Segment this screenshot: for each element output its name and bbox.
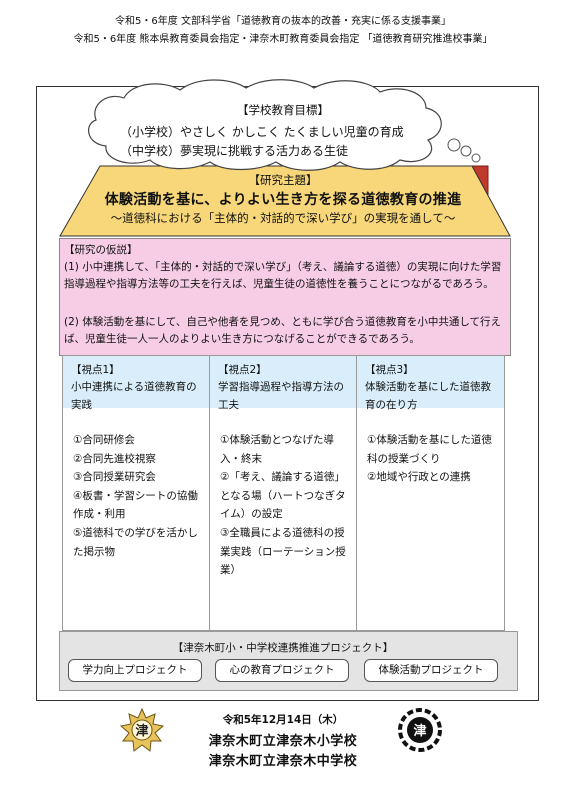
viewpoint-title: 【視点1】 (71, 364, 120, 376)
theme-label: 【研究主題】 (248, 173, 318, 187)
hypothesis-box (59, 238, 511, 356)
research-subtheme: ～道徳科における「主体的・対話的で深い学び」の実現を通して～ (110, 211, 456, 225)
viewpoint-head (63, 356, 210, 408)
goal-cloud (88, 79, 442, 171)
hypothesis-item-2: (2) 体験活動を基にして、自己や他者を見つめ、ともに学び合う道徳教育を小中共通… (64, 316, 502, 345)
header-line-2: 令和5・6年度 熊本県教育委員会指定・津奈木町教育委員会指定 「道徳教育研究推進… (73, 34, 493, 45)
viewpoint-pillar-3: 【視点3】 体験活動を基にした道徳教育の在り方 ①体験活動を基にした道徳科の授業… (356, 355, 505, 631)
viewpoint-item: ①合同研修会 (73, 434, 135, 446)
viewpoint-item: ①体験活動とつなげた導入・終末 (220, 434, 334, 465)
viewpoint-item: ④板書・学習シートの協働作成・利用 (73, 489, 198, 521)
smoke-puff (460, 145, 472, 157)
smoke-puff (471, 153, 481, 163)
goal-elementary: （小学校）やさしく かしこく たくましい児童の育成 (120, 125, 404, 139)
viewpoint-item: ③合同授業研究会 (73, 471, 156, 484)
header-line-1: 令和5・6年度 文部科学省「道徳教育の抜本的改善・充実に係る支援事業」 (115, 16, 451, 27)
viewpoint-title: 【視点2】 (218, 364, 267, 376)
research-theme: 体験活動を基に、よりよい生き方を探る道徳教育の推進 (104, 192, 462, 208)
project-experience: 体験活動プロジェクト (364, 659, 498, 682)
viewpoint-subtitle: 体験活動を基にした道徳教育の在り方 (365, 381, 491, 411)
viewpoint-subtitle: 小中連携による道徳教育の実践 (71, 381, 197, 411)
viewpoint-item: ①体験活動を基にした道徳科の授業づくり (367, 434, 492, 465)
junior-high-emblem: 津 (398, 708, 442, 752)
hypothesis-item-1: (1) 小中連携して、「主体的・対話的で深い学び」（考え、議論する道徳）の実現に… (64, 261, 502, 290)
viewpoint-subtitle: 学習指導過程や指導方法の工夫 (218, 381, 344, 411)
viewpoint-item: ③全職員による道徳科の授業実践（ローテーション授業） (220, 526, 346, 577)
viewpoint-item: ②「考え、議論する道徳」となる場（ハートつなぎタイム）の設定 (220, 471, 346, 521)
goal-title: 【学校教育目標】 (237, 103, 329, 117)
viewpoint-pillar-1: 【視点1】 小中連携による道徳教育の実践 ①合同研修会 ②合同先進校視察 ③合同… (62, 355, 211, 631)
viewpoint-item: ⑤道徳科での学びを活かした掲示物 (73, 526, 198, 558)
junior-high-school-name: 津奈木町立津奈木中学校 (208, 754, 358, 769)
goal-junior: （中学校）夢実現に挑戦する活力ある生徒 (120, 144, 349, 158)
project-heart-education: 心の教育プロジェクト (215, 659, 349, 682)
viewpoint-item: ②地域や行政との連携 (367, 471, 471, 484)
emblem-char: 津 (413, 723, 426, 739)
smoke-puff (447, 138, 461, 152)
viewpoint-item: ②合同先進校視察 (73, 452, 156, 465)
viewpoint-head (357, 356, 504, 408)
viewpoint-head (210, 356, 357, 408)
event-date: 令和5年12月14日（木） (222, 714, 344, 726)
elementary-emblem: 津 (119, 707, 165, 752)
viewpoint-pillar-2: 【視点2】 学習指導過程や指導方法の工夫 ①体験活動とつなげた導入・終末 ②「考… (209, 355, 358, 631)
elementary-school-name: 津奈木町立津奈木小学校 (208, 734, 358, 749)
project-academic: 学力向上プロジェクト (68, 659, 202, 682)
project-base-title: 【津奈木町小・中学校連携推進プロジェクト】 (172, 642, 394, 654)
emblem-char: 津 (135, 723, 148, 739)
hypothesis-title: 【研究の仮説】 (64, 244, 138, 256)
viewpoint-title: 【視点3】 (365, 364, 414, 376)
